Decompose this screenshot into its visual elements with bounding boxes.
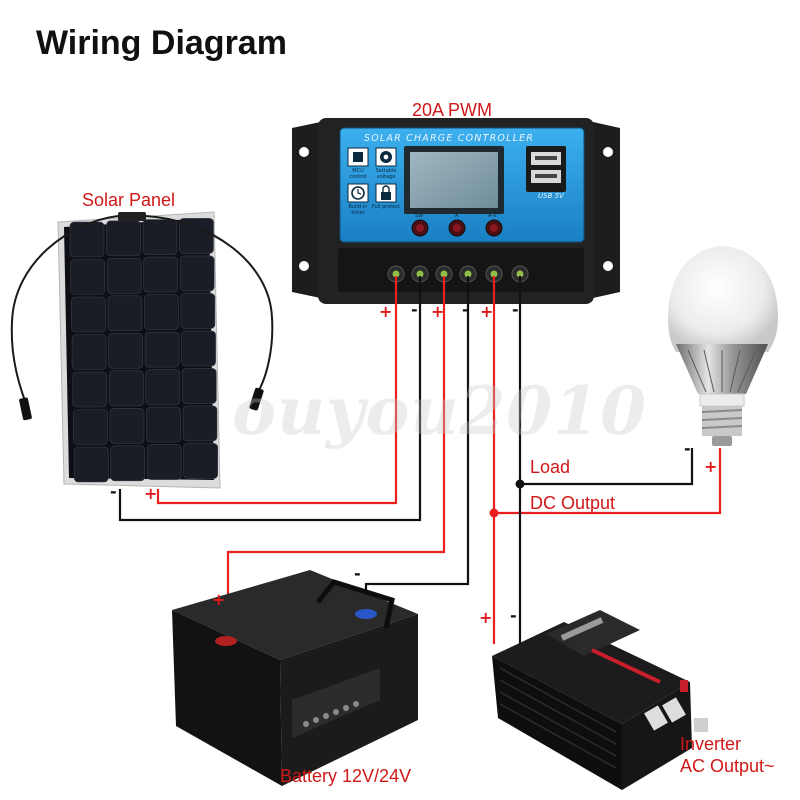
controller-terminal-6-polarity: - xyxy=(512,300,519,319)
watermark: ouyou2010 xyxy=(232,372,648,450)
controller-terminal-5-polarity: + xyxy=(480,302,494,321)
terminal-screw xyxy=(464,270,472,278)
terminal-screw xyxy=(516,270,524,278)
solar-cell xyxy=(146,444,182,480)
junction-dot-negative xyxy=(515,479,525,489)
led-bulb xyxy=(668,246,778,446)
controller-terminal-3-polarity: + xyxy=(431,302,445,321)
solar-cell xyxy=(73,409,108,445)
inverter-negative-polarity: - xyxy=(510,606,517,625)
wire-bulb-positive xyxy=(494,448,722,515)
junction-dot-positive xyxy=(489,508,499,518)
solar-cell xyxy=(106,220,141,257)
inverter xyxy=(492,610,708,790)
solar-cell xyxy=(110,445,145,482)
solar-cell xyxy=(70,259,105,295)
lcd-screen xyxy=(410,152,498,208)
terminal-screw xyxy=(440,270,448,278)
page-title: Wiring Diagram xyxy=(36,24,287,62)
mc4-connector-right xyxy=(249,387,264,411)
controller-label: 20A PWM xyxy=(412,100,493,120)
inverter-label-line1: Inverter xyxy=(680,734,742,754)
button-sw[interactable] xyxy=(411,219,429,237)
usb-caption: USB 5V xyxy=(538,192,564,200)
charge-controller xyxy=(292,118,620,304)
solar-cell xyxy=(73,446,109,483)
solar-cell xyxy=(72,371,108,408)
panel-negative-polarity: - xyxy=(110,482,117,501)
bulb-negative-polarity: - xyxy=(684,439,691,458)
battery-positive-polarity: + xyxy=(212,590,226,609)
solar-panel-label: Solar Panel xyxy=(82,190,176,210)
lock-icon xyxy=(375,183,397,203)
load-label: Load xyxy=(530,457,571,477)
mcu-icon-caption: MCU control xyxy=(349,168,367,180)
controller-panel-title: SOLAR CHARGE CONTROLLER xyxy=(364,133,535,144)
controller-terminal-1-polarity: + xyxy=(379,302,393,321)
gear-icon-caption: Settable voltage xyxy=(375,168,397,180)
solar-cell xyxy=(145,369,181,405)
terminal-screw xyxy=(416,270,424,278)
button-sw-label: SW xyxy=(415,213,424,219)
clock-icon-caption: Build-in timer xyxy=(348,204,368,216)
dc-output-label: DC Output xyxy=(530,493,616,513)
mcu-icon xyxy=(347,147,369,167)
solar-cell xyxy=(144,294,179,330)
lock-icon-caption: Full protect xyxy=(371,204,401,210)
solar-panel xyxy=(57,211,221,489)
solar-cell xyxy=(144,331,180,368)
solar-cells xyxy=(69,218,218,483)
solar-cell xyxy=(143,256,178,293)
solar-cell xyxy=(108,332,143,369)
panel-positive-polarity: + xyxy=(144,484,158,503)
solar-cell xyxy=(69,221,105,258)
solar-cell xyxy=(71,334,107,370)
clock-icon xyxy=(347,183,369,203)
button-av-label: A-V xyxy=(488,213,497,219)
bulb-positive-polarity: + xyxy=(704,457,718,476)
gear-icon xyxy=(375,147,397,167)
wire-panel-negative xyxy=(118,276,422,522)
battery xyxy=(172,570,418,786)
solar-cell xyxy=(109,407,145,444)
junction-box xyxy=(118,212,146,221)
controller-terminal-4-polarity: - xyxy=(462,300,469,319)
button-a[interactable] xyxy=(448,219,466,237)
solar-cell xyxy=(107,295,143,332)
solar-cell xyxy=(182,368,217,404)
solar-cell xyxy=(180,293,216,329)
terminal-screw xyxy=(490,270,498,278)
controller-terminals xyxy=(387,265,529,283)
solar-cell xyxy=(181,330,216,367)
button-av[interactable] xyxy=(485,219,503,237)
solar-cell xyxy=(183,443,218,479)
controller-terminal-2-polarity: - xyxy=(411,300,418,319)
wire-panel-positive xyxy=(156,276,398,505)
solar-cell xyxy=(182,405,218,442)
solar-cell xyxy=(71,296,106,333)
solar-cell xyxy=(106,257,142,294)
battery-terminal-negative xyxy=(355,609,377,619)
solar-cell xyxy=(142,219,178,255)
solar-cell xyxy=(109,370,144,407)
mc4-connector-left xyxy=(19,397,32,421)
battery-negative-polarity: - xyxy=(354,564,361,583)
battery-terminal-positive xyxy=(215,636,237,646)
button-a-label: A xyxy=(455,213,459,219)
wire-battery-positive xyxy=(226,276,446,634)
panel-cables xyxy=(10,215,274,405)
wire-bulb-negative xyxy=(520,448,694,486)
terminal-screw xyxy=(392,270,400,278)
inverter-label-line2: AC Output~ xyxy=(680,756,775,776)
solar-cell xyxy=(146,406,181,443)
solar-cell xyxy=(179,255,215,292)
inverter-positive-polarity: + xyxy=(479,608,493,627)
battery-label: Battery 12V/24V xyxy=(280,766,412,786)
